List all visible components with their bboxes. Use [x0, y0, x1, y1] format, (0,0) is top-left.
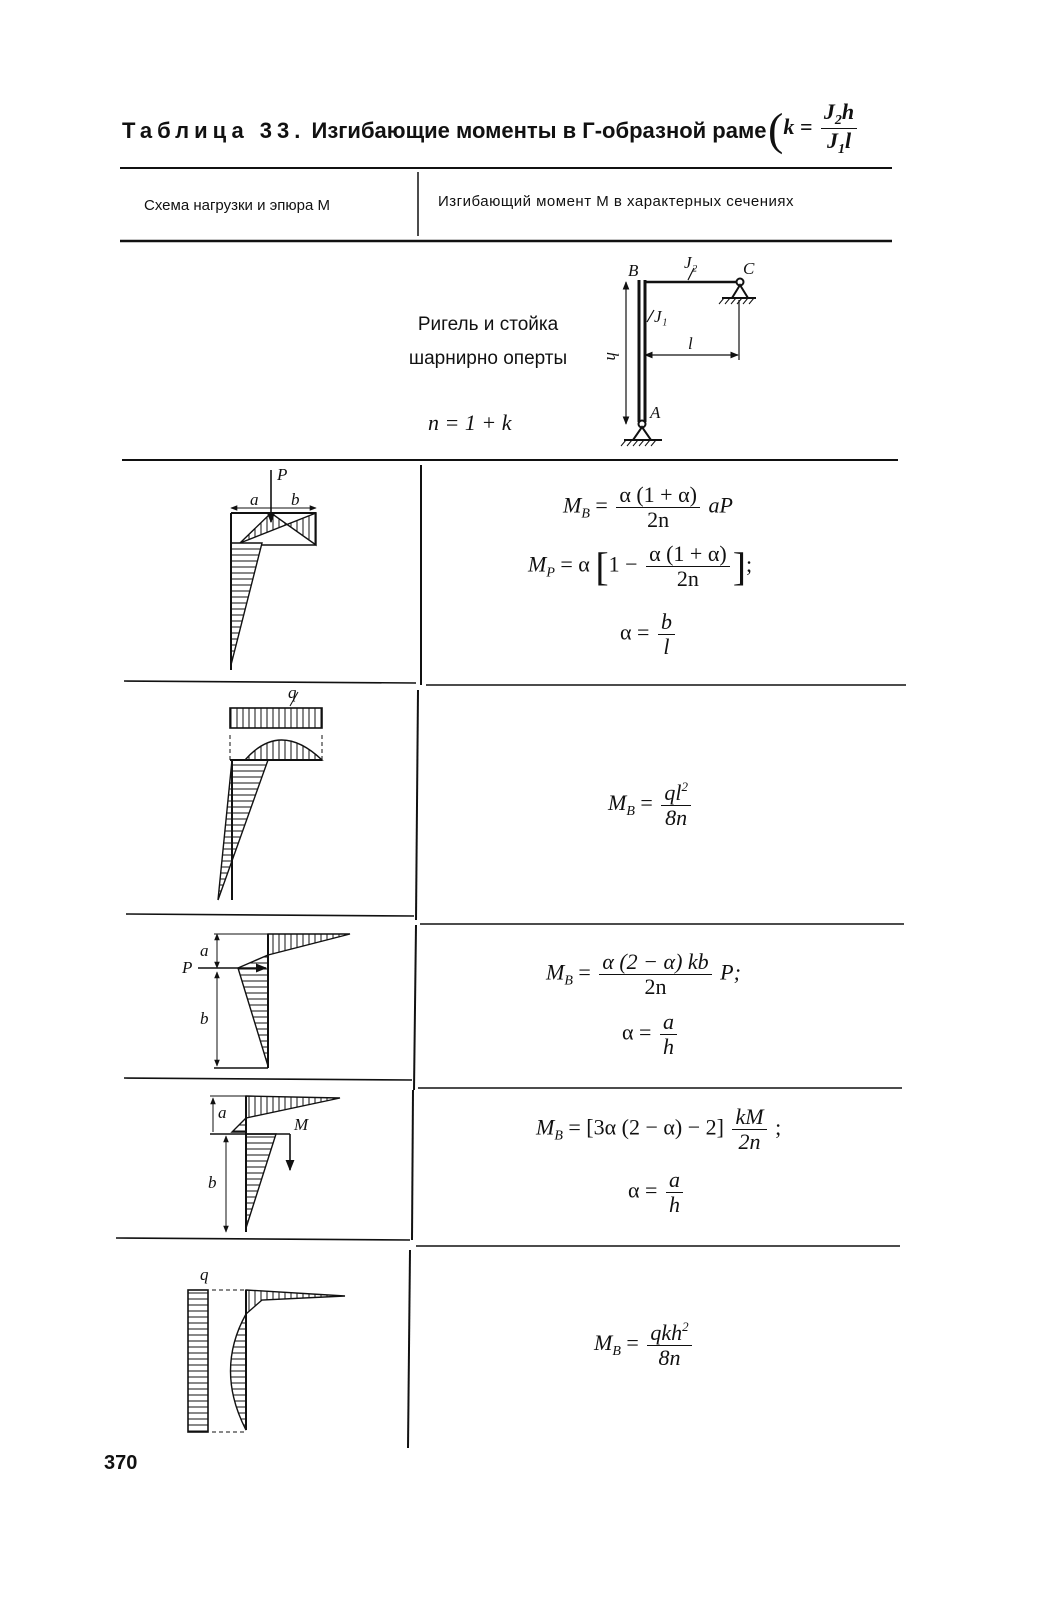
table-number: Таблица 33.: [122, 118, 306, 143]
row5-load-block: [187, 1289, 209, 1433]
intro-line-1: Ригель и стойка: [417, 314, 559, 335]
j2-leader: [687, 267, 695, 281]
row1-formula-mp: MP = α [1 − α (1 + α)2n];: [528, 541, 753, 592]
table-caption: Изгибающие моменты в Г-образной раме: [311, 118, 767, 143]
rule-row3-left: [123, 1077, 413, 1081]
table-title: Таблица 33. Изгибающие моменты в Г-образ…: [122, 118, 767, 144]
row5-beam-moment: [245, 1289, 346, 1316]
row3-label-a: a: [200, 941, 209, 960]
table-rules: [115, 167, 906, 1449]
row4-label-a: a: [218, 1103, 227, 1122]
row3-beam-moment: [267, 933, 351, 956]
label-J2: J₂: [684, 253, 698, 272]
n-formula: n = 1 + k: [428, 410, 512, 435]
row5-column-moment: [229, 1313, 247, 1431]
header-col-scheme: Схема нагрузки и эпюра M: [144, 197, 331, 214]
label-B: B: [628, 261, 639, 280]
row2-beam-moment: [243, 739, 324, 761]
rule-row2-left: [125, 913, 415, 917]
row3-diagram: [198, 933, 351, 1069]
row1-beam-moment: [239, 511, 317, 547]
rule-row4-left: [115, 1237, 411, 1241]
j1-leader: [646, 309, 655, 323]
row3-label-P: P: [181, 958, 192, 977]
k-definition: (k = J2h J1l: [768, 99, 860, 158]
row2-label-q: q: [288, 683, 297, 702]
row2-diagram: [217, 691, 324, 901]
page-number: 370: [104, 1452, 138, 1474]
row4-label-M: M: [293, 1115, 309, 1134]
rule-row1-left: [123, 680, 417, 684]
label-J1: J₁: [654, 307, 667, 326]
row1-label-P: P: [276, 465, 287, 484]
support-c: [730, 283, 750, 299]
label-l: l: [688, 334, 693, 353]
intro-description: Ригель и стойка шарнирно оперты: [378, 308, 598, 376]
col-divider-2: [415, 689, 419, 921]
col-divider-4: [411, 1089, 414, 1241]
row2-load-block: [229, 707, 323, 729]
row2-column-moment: [217, 759, 269, 901]
intro-frame-diagram: [620, 267, 756, 447]
row1-formula-mb: MB = α (1 + α)2n aP: [563, 482, 733, 533]
row1-label-b: b: [291, 490, 300, 509]
row5-label-q: q: [200, 1265, 209, 1284]
label-C: C: [743, 259, 755, 278]
row1-label-a: a: [250, 490, 259, 509]
label-h: h: [603, 352, 622, 361]
col-divider-3: [413, 924, 417, 1091]
row1-diagram: [230, 470, 317, 670]
row4-column-moment-top: [230, 1116, 247, 1133]
row4-beam-moment: [245, 1095, 341, 1119]
col-divider-5: [407, 1249, 411, 1449]
intro-line-2: шарнирно оперты: [408, 348, 568, 369]
row1-column-moment: [230, 542, 263, 666]
row4-diagram: [210, 1095, 341, 1233]
row3-column-moment: [237, 953, 269, 1067]
row4-label-b: b: [208, 1173, 217, 1192]
row3-label-b: b: [200, 1009, 209, 1028]
header-col-moment: Изгибающий момент M в характерных сечени…: [438, 193, 795, 210]
label-A: A: [649, 403, 661, 422]
support-a: [631, 425, 653, 441]
row4-column-moment-bottom: [245, 1133, 277, 1229]
row5-diagram: [187, 1289, 346, 1433]
